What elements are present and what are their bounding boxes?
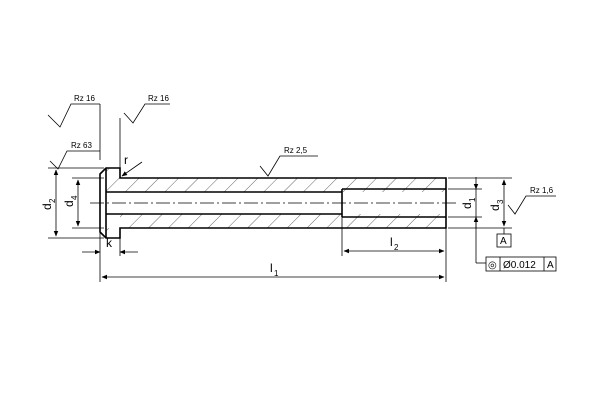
- dim-k: k: [82, 232, 138, 282]
- k-label: k: [106, 236, 113, 250]
- tolerance-datum: A: [547, 260, 554, 271]
- surface-symbol-top-mid: Rz 16: [119, 94, 170, 168]
- tolerance-value: Ø0.012: [503, 260, 536, 271]
- head-hatch: [106, 168, 120, 178]
- radius-label: r: [124, 153, 128, 167]
- upper-wall-hatch: [106, 178, 446, 192]
- head-hatch-bottom: [106, 228, 120, 238]
- l1-sub: 1: [274, 269, 279, 278]
- radius-leader: r: [121, 153, 143, 177]
- surface-symbol-top-left: Rz 16: [47, 94, 101, 160]
- d1-label: d: [460, 202, 474, 209]
- dim-d2: d 2: [40, 167, 104, 239]
- d2-label: d: [40, 203, 54, 210]
- surface-symbol-bore: Rz 1,6: [507, 186, 556, 215]
- datum-a-label: A: [500, 236, 507, 247]
- rz-bore-label: Rz 1,6: [530, 186, 554, 195]
- datum-a: A: [496, 233, 512, 248]
- surface-symbol-head: Rz 63: [49, 141, 100, 170]
- dim-d4: d 4: [62, 177, 104, 229]
- d2-sub: 2: [48, 198, 57, 203]
- concentricity-icon: ◎: [488, 260, 497, 271]
- rz-head-label: Rz 63: [71, 141, 92, 150]
- dim-d3: d 3: [448, 177, 512, 234]
- rz-top-left-label: Rz 16: [74, 94, 95, 103]
- tolerance-frame: ◎ Ø0.012 A: [476, 256, 557, 272]
- d3-sub: 3: [496, 199, 505, 204]
- part-section: [90, 167, 458, 239]
- l1-label: l: [270, 261, 273, 275]
- surface-symbol-body: Rz 2,5: [259, 146, 318, 177]
- l2-sub: 2: [394, 243, 399, 252]
- d3-label: d: [488, 204, 502, 211]
- rz-body-label: Rz 2,5: [284, 146, 308, 155]
- dim-l1: l 1: [101, 261, 445, 280]
- rz-top-mid-label: Rz 16: [148, 94, 169, 103]
- d4-label: d: [62, 200, 76, 207]
- l2-label: l: [390, 235, 393, 249]
- d1-sub: 1: [468, 197, 477, 202]
- d4-sub: 4: [70, 195, 79, 200]
- lower-wall-hatch: [120, 214, 446, 228]
- dim-l2: l 2: [341, 217, 447, 282]
- dim-d1: d 1: [448, 177, 482, 263]
